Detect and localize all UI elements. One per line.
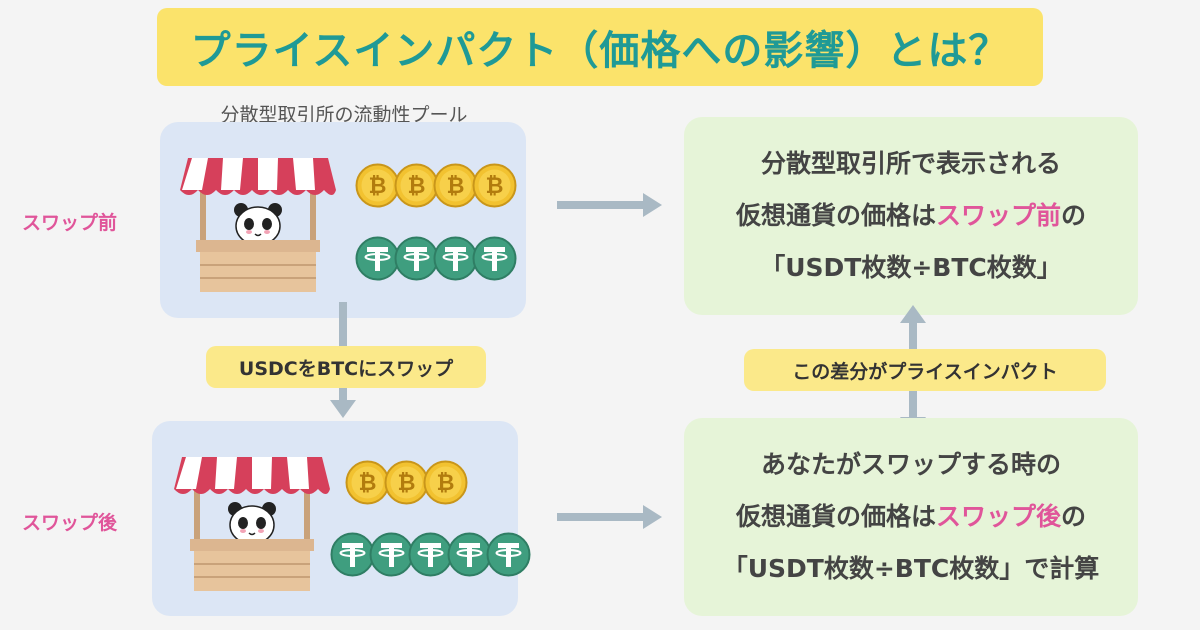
price-before-line3: 「USDT枚数÷BTC枚数」	[760, 253, 1062, 282]
tether-icon	[433, 236, 478, 281]
svg-text:₿: ₿	[369, 174, 387, 199]
tether-icon	[486, 532, 531, 577]
stall-svg-before	[180, 158, 336, 292]
price-before-line2: 仮想通貨の価格はスワップ前の	[736, 190, 1086, 242]
price-before-line1: 分散型取引所で表示される	[760, 149, 1061, 178]
stall-svg-after	[174, 457, 330, 591]
arrow-right-icon	[557, 505, 662, 529]
after-label: スワップ後	[22, 512, 118, 534]
tether-icon	[447, 532, 492, 577]
btc-coins-before: ₿ ₿ ₿ ₿	[355, 163, 517, 208]
page-title: プライスインパクト（価格への影響）とは？	[190, 28, 1010, 74]
svg-text:₿: ₿	[359, 471, 377, 496]
before-label: スワップ前	[22, 212, 118, 234]
bitcoin-icon: ₿	[394, 163, 439, 208]
pool-label: 分散型取引所の流動性プール	[220, 104, 468, 126]
title-banner: プライスインパクト（価格への影響）とは？	[157, 8, 1043, 86]
arrow-right-icon	[557, 193, 662, 217]
svg-text:₿: ₿	[437, 471, 455, 496]
tether-icon	[355, 236, 400, 281]
stall-icon	[178, 158, 338, 293]
bitcoin-icon: ₿	[384, 460, 429, 505]
price-after-line1: あなたがスワップする時の	[760, 450, 1061, 479]
price-after-line2-prefix: 仮想通貨の価格は	[735, 502, 936, 531]
panda-icon	[234, 203, 282, 246]
price-before-line2-suffix: の	[1061, 201, 1087, 230]
price-after-line2-suffix: の	[1061, 502, 1087, 531]
tether-icon	[394, 236, 439, 281]
tether-icon	[330, 532, 375, 577]
bitcoin-icon: ₿	[355, 163, 400, 208]
btc-coins-after: ₿ ₿ ₿	[345, 460, 468, 505]
usdt-coins-after	[330, 532, 531, 577]
stall-icon	[172, 457, 332, 592]
tether-icon	[369, 532, 414, 577]
price-impact-label: この差分がプライスインパクト	[744, 349, 1106, 391]
price-after-line3: 「USDT枚数÷BTC枚数」で計算	[722, 554, 1100, 583]
swap-action-label: USDCをBTCにスワップ	[206, 346, 486, 388]
price-after-box: あなたがスワップする時の 仮想通貨の価格はスワップ後の 「USDT枚数÷BTC枚…	[684, 418, 1138, 616]
price-after-highlight: スワップ後	[935, 502, 1061, 531]
price-before-line2-prefix: 仮想通貨の価格は	[735, 201, 936, 230]
bitcoin-icon: ₿	[345, 460, 390, 505]
price-before-box: 分散型取引所で表示される 仮想通貨の価格はスワップ前の 「USDT枚数÷BTC枚…	[684, 117, 1138, 315]
svg-text:₿: ₿	[408, 174, 426, 199]
svg-text:₿: ₿	[486, 174, 504, 199]
panda-icon	[228, 502, 276, 545]
bitcoin-icon: ₿	[433, 163, 478, 208]
bitcoin-icon: ₿	[423, 460, 468, 505]
bitcoin-icon: ₿	[472, 163, 517, 208]
usdt-coins-before	[355, 236, 517, 281]
price-before-highlight: スワップ前	[935, 201, 1061, 230]
svg-text:₿: ₿	[398, 471, 416, 496]
tether-icon	[472, 236, 517, 281]
tether-icon	[408, 532, 453, 577]
price-after-line2: 仮想通貨の価格はスワップ後の	[736, 491, 1086, 543]
svg-text:₿: ₿	[447, 174, 465, 199]
